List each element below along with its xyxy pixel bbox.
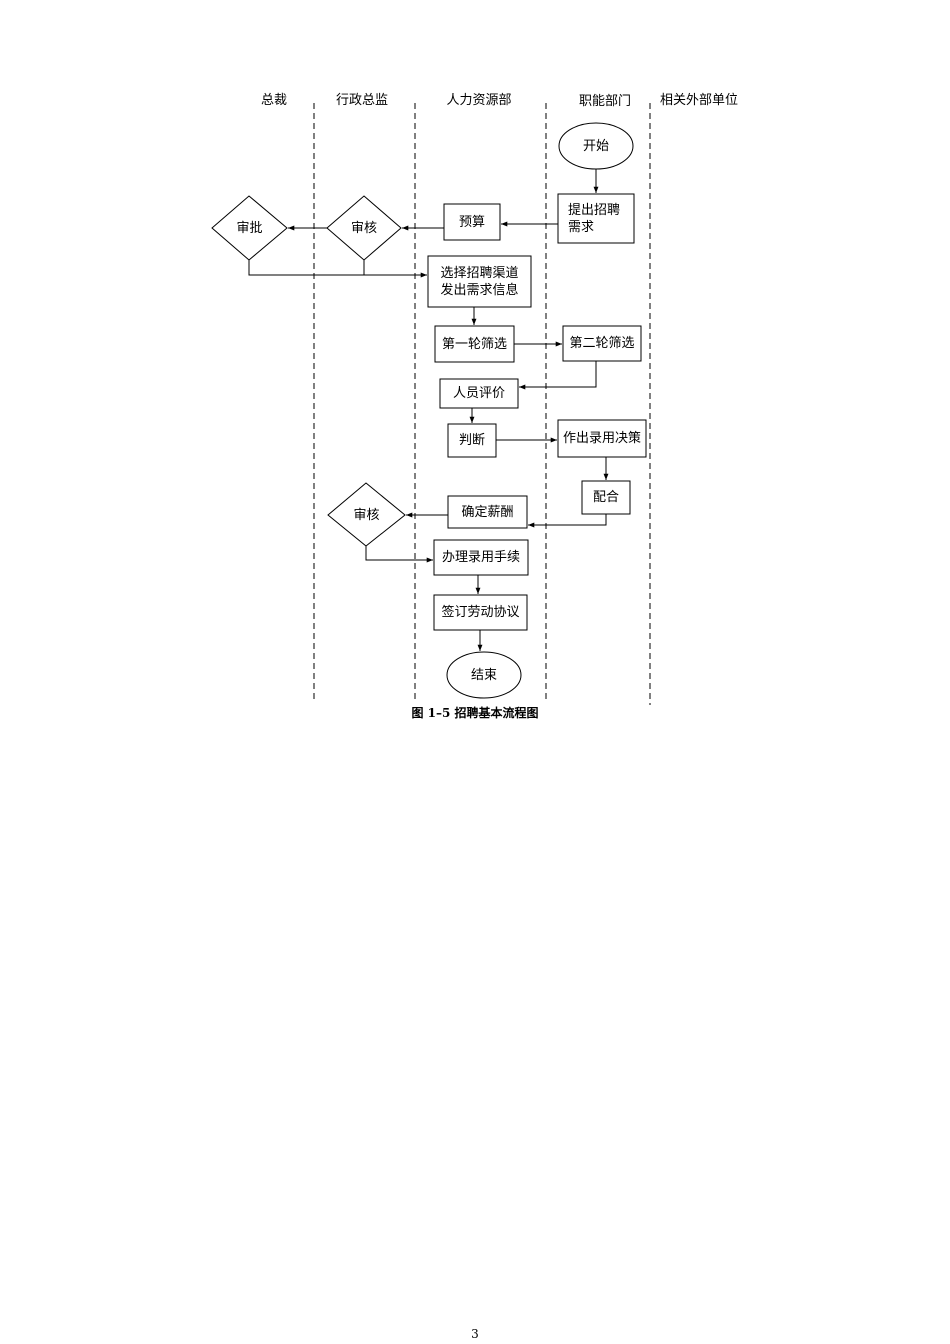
cooperate-label: 配合 [592, 490, 619, 505]
hire-decision-label: 作出录用决策 [562, 431, 641, 446]
confirm-salary-box [447, 495, 528, 529]
confirm-salary-label: 确定薪酬 [461, 504, 514, 520]
select-channels-box [427, 255, 532, 308]
raise-demand-label: 提出招聘 需求 [568, 202, 621, 235]
arrow-approve-to-channels [248, 260, 427, 278]
figure-caption: 图 1–5 招聘基本流程图 [411, 706, 539, 720]
end-label: 结束 [470, 667, 497, 683]
sign-contract-box [433, 594, 528, 631]
arrow-cooperate-to-salary [528, 514, 607, 528]
evaluate-box [439, 378, 519, 409]
lane-label-external-units: 相关外部单位 [659, 93, 738, 108]
second-screen-box [562, 325, 642, 362]
hire-procedures-label: 办理录用手续 [441, 550, 520, 565]
review-1-label: 审核 [350, 220, 377, 236]
judge-box [447, 423, 497, 458]
lane-label-admin-director: 行政总监 [335, 93, 388, 108]
start-label: 开始 [582, 138, 609, 154]
review-2-label: 审核 [353, 507, 380, 523]
lane-label-hr-dept: 人力资源部 [446, 93, 512, 108]
lane-label-functional-dept: 职能部门 [578, 94, 631, 109]
flowchart-diagram [211, 103, 651, 705]
lane-label-president: 总裁 [260, 93, 287, 108]
evaluate-label: 人员评价 [452, 386, 505, 401]
approve-label: 审批 [236, 220, 263, 236]
end-node [446, 651, 522, 699]
arrow-second-to-evaluate [519, 361, 597, 390]
arrow-review-to-procedures [365, 546, 433, 563]
select-channels-label: 选择招聘渠道 发出需求信息 [440, 265, 519, 298]
page-number: 3 [471, 1327, 479, 1341]
budget-box [443, 203, 501, 241]
first-screen-label: 第一轮筛选 [441, 336, 507, 352]
raise-demand-box [557, 193, 635, 244]
sign-contract-label: 签订劳动协议 [441, 605, 520, 620]
second-screen-label: 第二轮筛选 [569, 336, 635, 351]
judge-label: 判断 [458, 433, 485, 448]
budget-label: 预算 [458, 214, 485, 230]
cooperate-box [581, 480, 631, 515]
hire-procedures-box [433, 539, 529, 576]
hire-decision-box [557, 419, 647, 458]
